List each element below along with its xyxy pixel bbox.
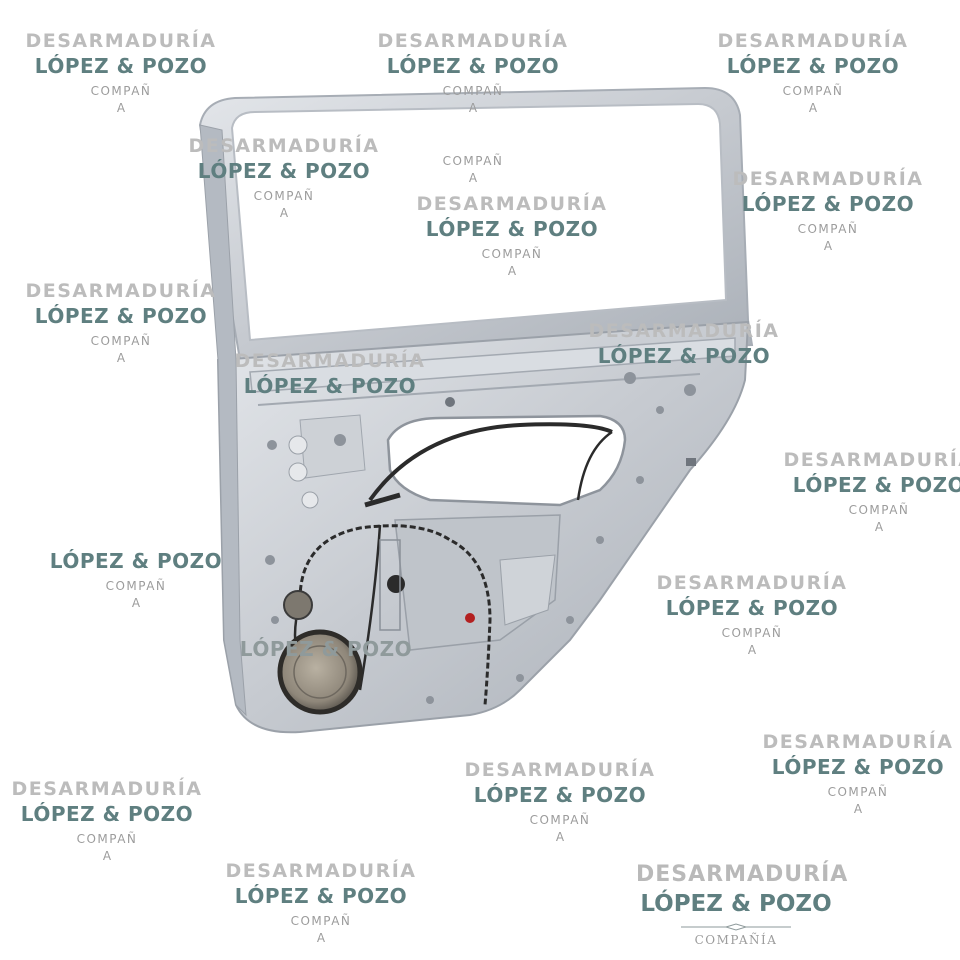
watermark: DESARMADURÍA LÓPEZ & POZO COMPAÑ A xyxy=(21,30,221,115)
logo-line2: LÓPEZ & POZO xyxy=(640,891,832,917)
window-opening xyxy=(230,102,728,342)
wiring-harness xyxy=(298,524,492,706)
regulator-cable xyxy=(368,422,613,502)
watermark: DESARMADURÍA LÓPEZ & POZO COMPAÑ A xyxy=(25,280,217,365)
brand-logo: DESARMADURÍA LÓPEZ & POZO COMPAÑÍA xyxy=(636,862,849,947)
watermark-line3: COMPAÑ xyxy=(90,84,152,98)
belt-rail xyxy=(249,337,736,393)
watermark: DESARMADURÍA LÓPEZ & POZO COMPAÑ A xyxy=(11,778,203,863)
watermark: DESARMADURÍA LÓPEZ & POZO COMPAÑ A xyxy=(188,135,380,220)
watermark-line1: DESARMADURÍA xyxy=(25,30,217,52)
window-motor xyxy=(277,629,363,715)
watermark: DESARMADURÍA LÓPEZ & POZO COMPAÑ A xyxy=(717,30,909,115)
watermark: LÓPEZ & POZO COMPAÑ A xyxy=(49,549,223,610)
watermark-line4: A xyxy=(116,101,126,115)
watermark: DESARMADURÍA LÓPEZ & POZO COMPAÑ A xyxy=(416,193,608,278)
logo-divider-icon xyxy=(681,923,791,931)
door-edge-strip xyxy=(199,124,247,717)
watermark: DESARMADURÍA LÓPEZ & POZO COMPAÑ A xyxy=(732,168,924,253)
watermark: DESARMADURÍA LÓPEZ & POZO xyxy=(234,350,426,398)
watermark: DESARMADURÍA LÓPEZ & POZO xyxy=(588,320,780,368)
watermark: DESARMADURÍA LÓPEZ & POZO COMPAÑ A xyxy=(377,30,569,115)
watermark: DESARMADURÍA LÓPEZ & POZO COMPAÑ A xyxy=(464,759,656,844)
watermark-line2: LÓPEZ & POZO xyxy=(34,54,208,78)
logo-line3: COMPAÑÍA xyxy=(694,933,778,947)
watermark: DESARMADURÍA LÓPEZ & POZO COMPAÑ A xyxy=(656,572,848,657)
regulator-spool xyxy=(283,590,313,620)
watermark: DESARMADURÍA LÓPEZ & POZO COMPAÑ A xyxy=(225,860,417,945)
watermark: DESARMADURÍA LÓPEZ & POZO COMPAÑ A xyxy=(762,731,954,816)
watermark: LÓPEZ & POZO xyxy=(239,637,413,661)
watermark-small: COMPAÑ A xyxy=(442,154,504,185)
watermark: DESARMADURÍA LÓPEZ & POZO COMPAÑ A xyxy=(783,449,960,534)
logo-line1: DESARMADURÍA xyxy=(636,862,849,887)
